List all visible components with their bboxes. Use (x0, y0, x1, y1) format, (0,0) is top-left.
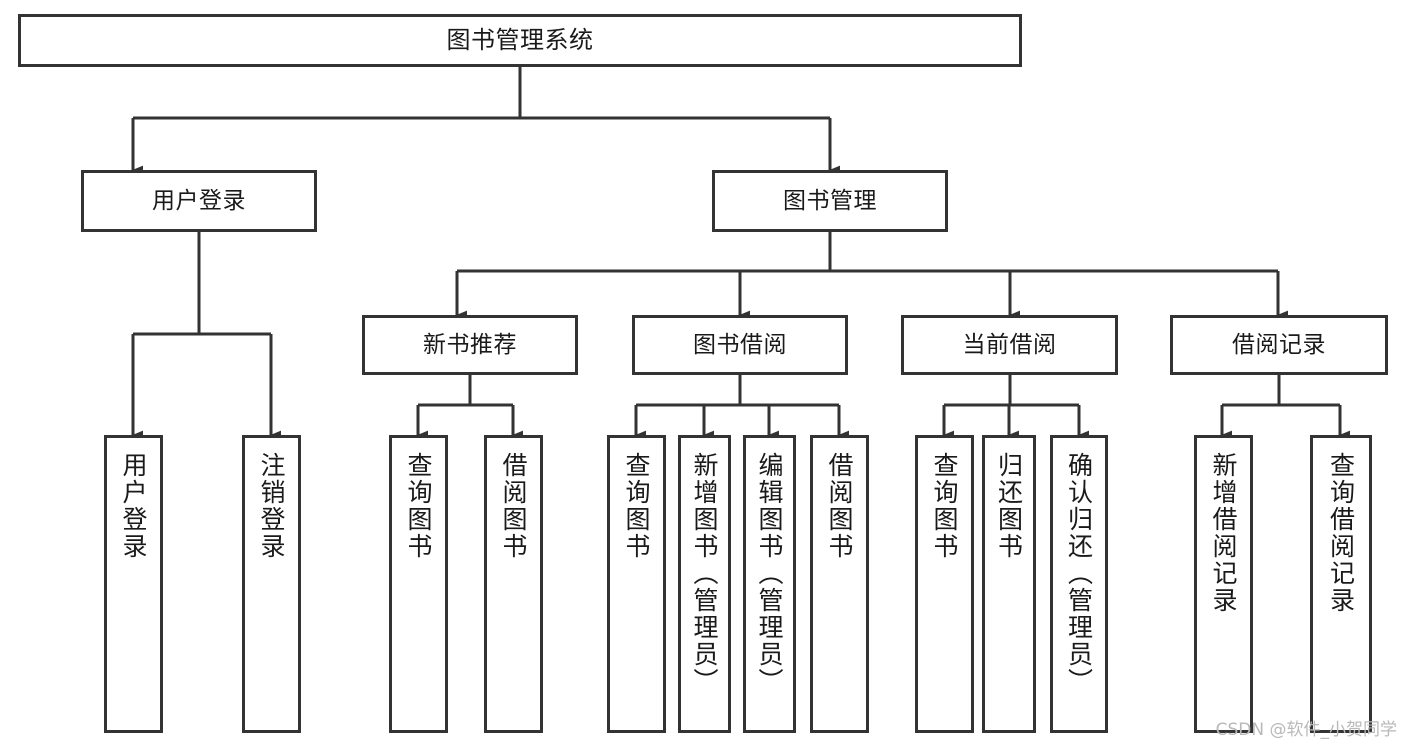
node-l2_0[interactable]: 用户登录 (104, 435, 163, 733)
node-l3_8[interactable]: 确认归还（管理员） (1050, 435, 1108, 733)
node-label: 图书管理 (783, 187, 877, 214)
node-label: 归还图书 (994, 452, 1024, 560)
node-label: 确认归还（管理员） (1064, 452, 1094, 695)
edges-group (131, 67, 1351, 440)
node-l3_9[interactable]: 新增借阅记录 (1194, 435, 1253, 733)
node-l3_2[interactable]: 查询图书 (607, 435, 666, 733)
node-l3_4[interactable]: 编辑图书（管理员） (743, 435, 796, 733)
node-label: 查询借阅记录 (1326, 452, 1356, 614)
node-label: 查询图书 (622, 452, 651, 560)
node-label: 当前借阅 (962, 331, 1057, 358)
node-label: 新增图书（管理员） (690, 452, 719, 695)
node-l3_0[interactable]: 查询图书 (389, 435, 448, 733)
node-label: 借阅记录 (1232, 331, 1326, 358)
node-root[interactable]: 图书管理系统 (18, 14, 1022, 67)
node-l2_2[interactable]: 新书推荐 (362, 315, 578, 375)
node-label: 图书管理系统 (446, 25, 594, 54)
node-l1_0[interactable]: 用户登录 (81, 170, 317, 232)
node-l1_1[interactable]: 图书管理 (712, 170, 948, 232)
node-label: 借阅图书 (499, 452, 528, 560)
node-l3_1[interactable]: 借阅图书 (484, 435, 543, 733)
node-label: 编辑图书（管理员） (755, 452, 784, 695)
node-l2_3[interactable]: 图书借阅 (632, 315, 848, 375)
node-l3_5[interactable]: 借阅图书 (810, 435, 869, 733)
node-l3_7[interactable]: 归还图书 (982, 435, 1036, 733)
node-l2_5[interactable]: 借阅记录 (1170, 315, 1388, 375)
node-l2_4[interactable]: 当前借阅 (901, 315, 1118, 375)
node-label: 注销登录 (257, 452, 286, 560)
node-label: 借阅图书 (825, 452, 854, 560)
node-l3_10[interactable]: 查询借阅记录 (1310, 435, 1372, 733)
node-label: 查询图书 (930, 452, 959, 560)
node-l3_6[interactable]: 查询图书 (915, 435, 974, 733)
node-l2_1[interactable]: 注销登录 (242, 435, 301, 733)
node-label: 新书推荐 (423, 331, 517, 358)
node-label: 用户登录 (119, 452, 148, 560)
node-l3_3[interactable]: 新增图书（管理员） (678, 435, 731, 733)
node-label: 图书借阅 (693, 331, 787, 358)
node-label: 用户登录 (152, 187, 246, 214)
node-label: 新增借阅记录 (1209, 452, 1238, 614)
watermark: CSDN @软件_小贺同学 (1215, 720, 1397, 740)
node-label: 查询图书 (404, 452, 433, 560)
